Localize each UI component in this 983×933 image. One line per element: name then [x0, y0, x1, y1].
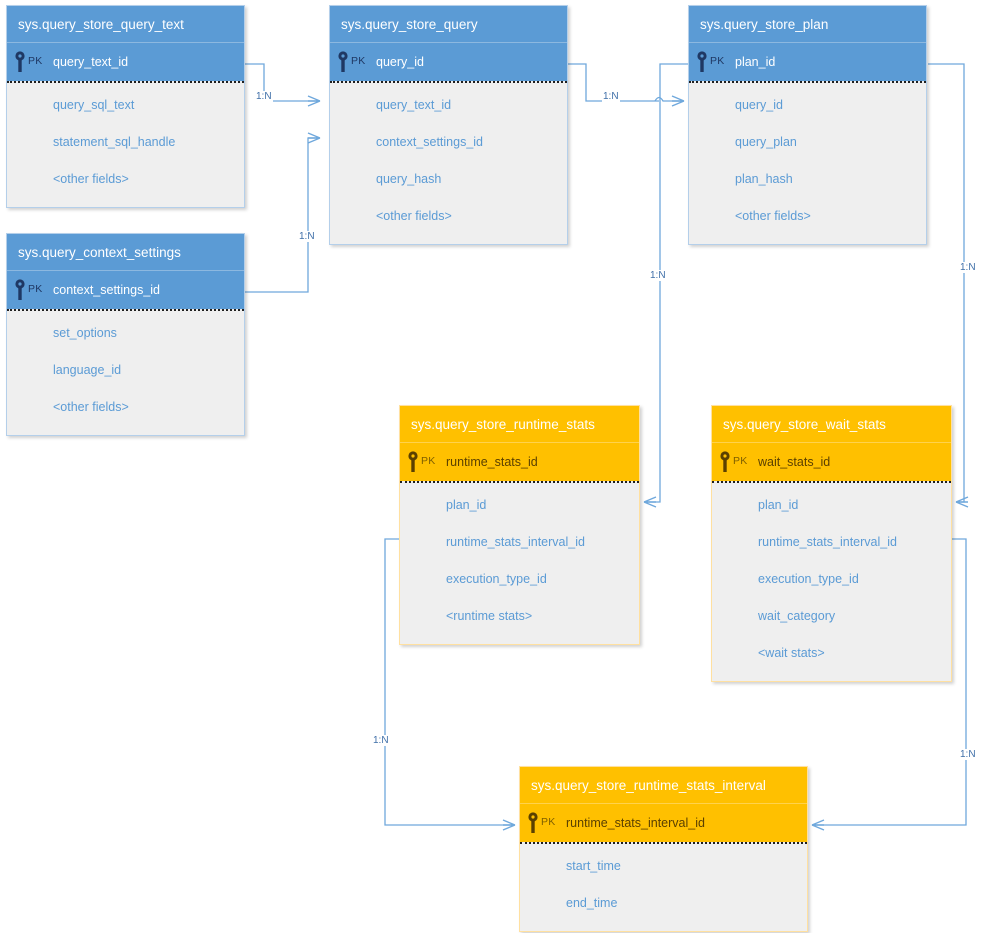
pk-field-name: runtime_stats_id — [446, 455, 538, 469]
field: query_plan — [735, 135, 797, 149]
field: runtime_stats_interval_id — [758, 535, 897, 549]
field: plan_id — [446, 498, 487, 512]
primary-key-row[interactable]: PK runtime_stats_id — [400, 443, 639, 481]
connector-query-to-plan-hop — [654, 95, 685, 107]
pk-label: PK — [28, 55, 43, 67]
field: query_id — [735, 98, 783, 112]
entity-query-store-query-text[interactable]: sys.query_store_query_text PK query_text… — [6, 5, 245, 208]
pk-label: PK — [733, 455, 748, 467]
cardinality-label: 1:N — [298, 231, 316, 242]
cardinality-label: 1:N — [372, 735, 390, 746]
entity-title: sys.query_store_runtime_stats_interval — [520, 767, 807, 804]
field: <other fields> — [735, 209, 811, 223]
cardinality-label: 1:N — [602, 91, 620, 102]
field: <other fields> — [376, 209, 452, 223]
field: runtime_stats_interval_id — [446, 535, 585, 549]
entity-query-store-runtime-stats-interval[interactable]: sys.query_store_runtime_stats_interval P… — [519, 766, 808, 932]
entity-fields: query_sql_text statement_sql_handle <oth… — [7, 81, 244, 207]
field: plan_hash — [735, 172, 793, 186]
entity-fields: plan_id runtime_stats_interval_id execut… — [400, 481, 639, 644]
field: end_time — [566, 896, 618, 910]
pk-label: PK — [541, 816, 556, 828]
cardinality-label: 1:N — [959, 262, 977, 273]
entity-title: sys.query_context_settings — [7, 234, 244, 271]
primary-key-row[interactable]: PK context_settings_id — [7, 271, 244, 309]
field: execution_type_id — [446, 572, 547, 586]
entity-query-store-plan[interactable]: sys.query_store_plan PK plan_id query_id… — [688, 5, 927, 245]
primary-key-row[interactable]: PK plan_id — [689, 43, 926, 81]
primary-key-row[interactable]: PK query_id — [330, 43, 567, 81]
key-icon — [338, 51, 348, 72]
field: context_settings_id — [376, 135, 484, 149]
entity-query-store-query[interactable]: sys.query_store_query PK query_id query_… — [329, 5, 568, 245]
field: query_sql_text — [53, 98, 135, 112]
entity-title: sys.query_store_plan — [689, 6, 926, 43]
entity-query-store-wait-stats[interactable]: sys.query_store_wait_stats PK wait_stats… — [711, 405, 952, 682]
pk-field-name: plan_id — [735, 55, 776, 69]
key-icon — [15, 51, 25, 72]
field: query_text_id — [376, 98, 452, 112]
entity-fields: start_time end_time — [520, 842, 807, 931]
field: statement_sql_handle — [53, 135, 176, 149]
cardinality-label: 1:N — [959, 749, 977, 760]
entity-fields: query_id query_plan plan_hash <other fie… — [689, 81, 926, 244]
pk-field-name: query_id — [376, 55, 424, 69]
entity-fields: set_options language_id <other fields> — [7, 309, 244, 435]
entity-fields: plan_id runtime_stats_interval_id execut… — [712, 481, 951, 681]
field: wait_category — [758, 609, 836, 623]
connector-plan-to-runtime — [643, 63, 688, 508]
entity-title: sys.query_store_wait_stats — [712, 406, 951, 443]
field: start_time — [566, 859, 621, 873]
connector-ctx-to-query — [245, 132, 321, 293]
primary-key-row[interactable]: PK query_text_id — [7, 43, 244, 81]
entity-title: sys.query_store_query — [330, 6, 567, 43]
entity-title: sys.query_store_runtime_stats — [400, 406, 639, 443]
primary-key-row[interactable]: PK runtime_stats_interval_id — [520, 804, 807, 842]
pk-field-name: wait_stats_id — [758, 455, 831, 469]
field: query_hash — [376, 172, 442, 186]
pk-field-name: context_settings_id — [53, 283, 161, 297]
field: <other fields> — [53, 400, 129, 414]
pk-label: PK — [710, 55, 725, 67]
field: <runtime stats> — [446, 609, 533, 623]
pk-label: PK — [421, 455, 436, 467]
pk-label: PK — [28, 283, 43, 295]
field: plan_id — [758, 498, 799, 512]
key-icon — [528, 812, 538, 833]
pk-field-name: runtime_stats_interval_id — [566, 816, 705, 830]
field: <wait stats> — [758, 646, 825, 660]
key-icon — [720, 451, 730, 472]
entity-title: sys.query_store_query_text — [7, 6, 244, 43]
key-icon — [697, 51, 707, 72]
primary-key-row[interactable]: PK wait_stats_id — [712, 443, 951, 481]
field: set_options — [53, 326, 117, 340]
pk-label: PK — [351, 55, 366, 67]
key-icon — [408, 451, 418, 472]
entity-query-context-settings[interactable]: sys.query_context_settings PK context_se… — [6, 233, 245, 436]
entity-fields: query_text_id context_settings_id query_… — [330, 81, 567, 244]
cardinality-label: 1:N — [255, 91, 273, 102]
field: execution_type_id — [758, 572, 859, 586]
cardinality-label: 1:N — [649, 270, 667, 281]
field: <other fields> — [53, 172, 129, 186]
entity-query-store-runtime-stats[interactable]: sys.query_store_runtime_stats PK runtime… — [399, 405, 640, 645]
field: language_id — [53, 363, 122, 377]
pk-field-name: query_text_id — [53, 55, 129, 69]
key-icon — [15, 279, 25, 300]
